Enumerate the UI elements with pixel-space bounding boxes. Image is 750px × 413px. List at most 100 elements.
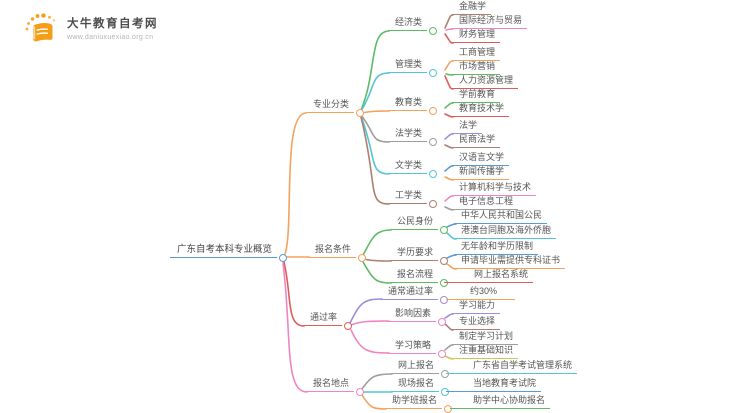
node-chinese-language-literature[interactable]: 汉语言文学 xyxy=(452,150,510,166)
book-sunburst-icon xyxy=(25,13,55,42)
expander-dot[interactable] xyxy=(440,226,449,234)
node-learning-ability[interactable]: 学习能力 xyxy=(452,298,501,314)
node-label: 民商法学 xyxy=(459,134,496,144)
node-education-technology[interactable]: 教育技术学 xyxy=(452,101,510,117)
node-registration-requirements[interactable]: 报名条件 xyxy=(308,242,367,262)
node-engineering-category[interactable]: 工学类 xyxy=(388,188,438,208)
expander-dot[interactable] xyxy=(429,200,438,208)
node-diploma-needed-for-graduation[interactable]: 申请毕业需提供专科证书 xyxy=(454,253,566,269)
node-finance[interactable]: 金融学 xyxy=(452,0,492,15)
node-law[interactable]: 法学 xyxy=(452,118,483,134)
node-registration-process[interactable]: 报名流程 xyxy=(390,267,449,287)
node-study-center-assist[interactable]: 助学中心协助报名 xyxy=(450,393,551,409)
node-label: 助学中心协助报名 xyxy=(473,395,546,405)
node-citizenship[interactable]: 公民身份 xyxy=(390,214,449,234)
node-label: 专业分类 xyxy=(313,99,350,109)
node-gd-self-study-exam-system[interactable]: 广东省自学考试管理系统 xyxy=(446,358,578,374)
logo-title: 大牛教育自考网 xyxy=(67,17,158,30)
node-label: 经济类 xyxy=(395,17,423,27)
expander-dot[interactable] xyxy=(440,296,449,304)
node-study-strategy[interactable]: 学习策略 xyxy=(388,338,447,358)
node-onsite-registration[interactable]: 现场报名 xyxy=(391,376,450,396)
logo-url: www.daniuxuexiao.org.cn xyxy=(67,34,154,42)
node-label: 港澳台同胞及海外侨胞 xyxy=(461,225,552,235)
node-label: 国际经济与贸易 xyxy=(459,15,523,25)
node-influencing-factors[interactable]: 影响因素 xyxy=(388,306,447,326)
node-computer-science[interactable]: 计算机科学与技术 xyxy=(452,180,537,196)
expander-dot[interactable] xyxy=(441,370,450,378)
expander-dot[interactable] xyxy=(440,279,449,287)
node-marketing[interactable]: 市场营销 xyxy=(452,59,501,75)
node-focus-on-basics[interactable]: 注重基础知识 xyxy=(452,343,519,359)
node-prc-citizens[interactable]: 中华人民共和国公民 xyxy=(454,208,548,224)
expander-dot[interactable] xyxy=(429,138,438,146)
node-label: 制定学习计划 xyxy=(459,331,514,341)
node-electronic-info-engineering[interactable]: 电子信息工程 xyxy=(452,194,519,210)
node-label: 报名流程 xyxy=(397,269,434,279)
expander-dot[interactable] xyxy=(429,107,438,115)
node-label: 金融学 xyxy=(459,1,487,11)
node-major-choice[interactable]: 专业选择 xyxy=(452,314,501,330)
node-label: 通常通过率 xyxy=(388,286,434,296)
node-economics-category[interactable]: 经济类 xyxy=(388,15,438,35)
node-label: 学历要求 xyxy=(397,247,434,257)
expander-dot[interactable] xyxy=(438,350,447,358)
node-label: 电子信息工程 xyxy=(459,196,514,206)
connectors-root xyxy=(282,112,310,393)
node-local-education-exam-authority[interactable]: 当地教育考试院 xyxy=(446,376,542,392)
node-literature-category[interactable]: 文学类 xyxy=(388,158,438,178)
node-root[interactable]: 广东自考本科专业概览 xyxy=(170,242,288,262)
expander-dot[interactable] xyxy=(438,318,447,326)
node-hr-mgmt[interactable]: 人力资源管理 xyxy=(452,73,519,89)
node-journalism-communication[interactable]: 新闻传播学 xyxy=(452,164,510,180)
expander-dot[interactable] xyxy=(356,388,365,396)
expander-dot[interactable] xyxy=(356,109,365,117)
expander-dot[interactable] xyxy=(429,170,438,178)
node-label: 注重基础知识 xyxy=(459,345,514,355)
node-make-study-plan[interactable]: 制定学习计划 xyxy=(452,329,519,345)
node-online-registration[interactable]: 网上报名 xyxy=(391,358,450,378)
node-major-categories[interactable]: 专业分类 xyxy=(306,97,365,117)
site-logo: 大牛教育自考网 www.daniuxuexiao.org.cn xyxy=(24,13,158,47)
node-management-category[interactable]: 管理类 xyxy=(388,57,438,77)
expander-dot[interactable] xyxy=(279,254,288,262)
node-assisted-class-registration[interactable]: 助学班报名 xyxy=(385,393,453,413)
node-label: 教育技术学 xyxy=(459,103,505,113)
node-label: 文学类 xyxy=(395,160,423,170)
node-pass-rate[interactable]: 通过率 xyxy=(303,310,353,330)
node-law-category[interactable]: 法学类 xyxy=(388,126,438,146)
node-label: 现场报名 xyxy=(398,378,435,388)
node-label: 广东自考本科专业概览 xyxy=(177,244,273,255)
node-label: 计算机科学与技术 xyxy=(459,182,532,192)
node-business-admin[interactable]: 工商管理 xyxy=(452,45,501,61)
expander-dot[interactable] xyxy=(440,257,449,265)
node-label: 助学班报名 xyxy=(392,395,438,405)
expander-dot[interactable] xyxy=(429,69,438,77)
node-online-registration-system[interactable]: 网上报名系统 xyxy=(444,267,534,283)
node-intl-trade[interactable]: 国际经济与贸易 xyxy=(452,13,528,29)
expander-dot[interactable] xyxy=(344,322,353,330)
node-education-requirement[interactable]: 学历要求 xyxy=(390,245,449,265)
expander-dot[interactable] xyxy=(441,388,450,396)
connectors-registration-locations xyxy=(361,373,393,410)
node-no-age-education-limit[interactable]: 无年龄和学历限制 xyxy=(454,239,539,255)
node-label: 约30% xyxy=(470,286,498,296)
node-education-category[interactable]: 教育类 xyxy=(388,95,438,115)
expander-dot[interactable] xyxy=(358,254,367,262)
node-financial-mgmt[interactable]: 财务管理 xyxy=(452,27,501,43)
node-label: 学前教育 xyxy=(459,89,496,99)
node-label: 报名条件 xyxy=(315,244,352,254)
node-hk-mo-tw-overseas[interactable]: 港澳台同胞及海外侨胞 xyxy=(454,223,557,239)
node-registration-locations[interactable]: 报名地点 xyxy=(306,376,365,396)
node-about-30-percent[interactable]: 约30% xyxy=(446,284,516,300)
node-label: 学习能力 xyxy=(459,300,496,310)
node-preschool-education[interactable]: 学前教育 xyxy=(452,87,501,103)
expander-dot[interactable] xyxy=(429,27,438,35)
node-label: 汉语言文学 xyxy=(459,152,505,162)
node-label: 学习策略 xyxy=(395,340,432,350)
node-usual-pass-rate[interactable]: 通常通过率 xyxy=(381,284,449,304)
node-civil-commercial-law[interactable]: 民商法学 xyxy=(452,132,501,148)
node-label: 市场营销 xyxy=(459,61,496,71)
node-label: 网上报名系统 xyxy=(474,269,529,279)
node-label: 广东省自学考试管理系统 xyxy=(473,360,573,370)
